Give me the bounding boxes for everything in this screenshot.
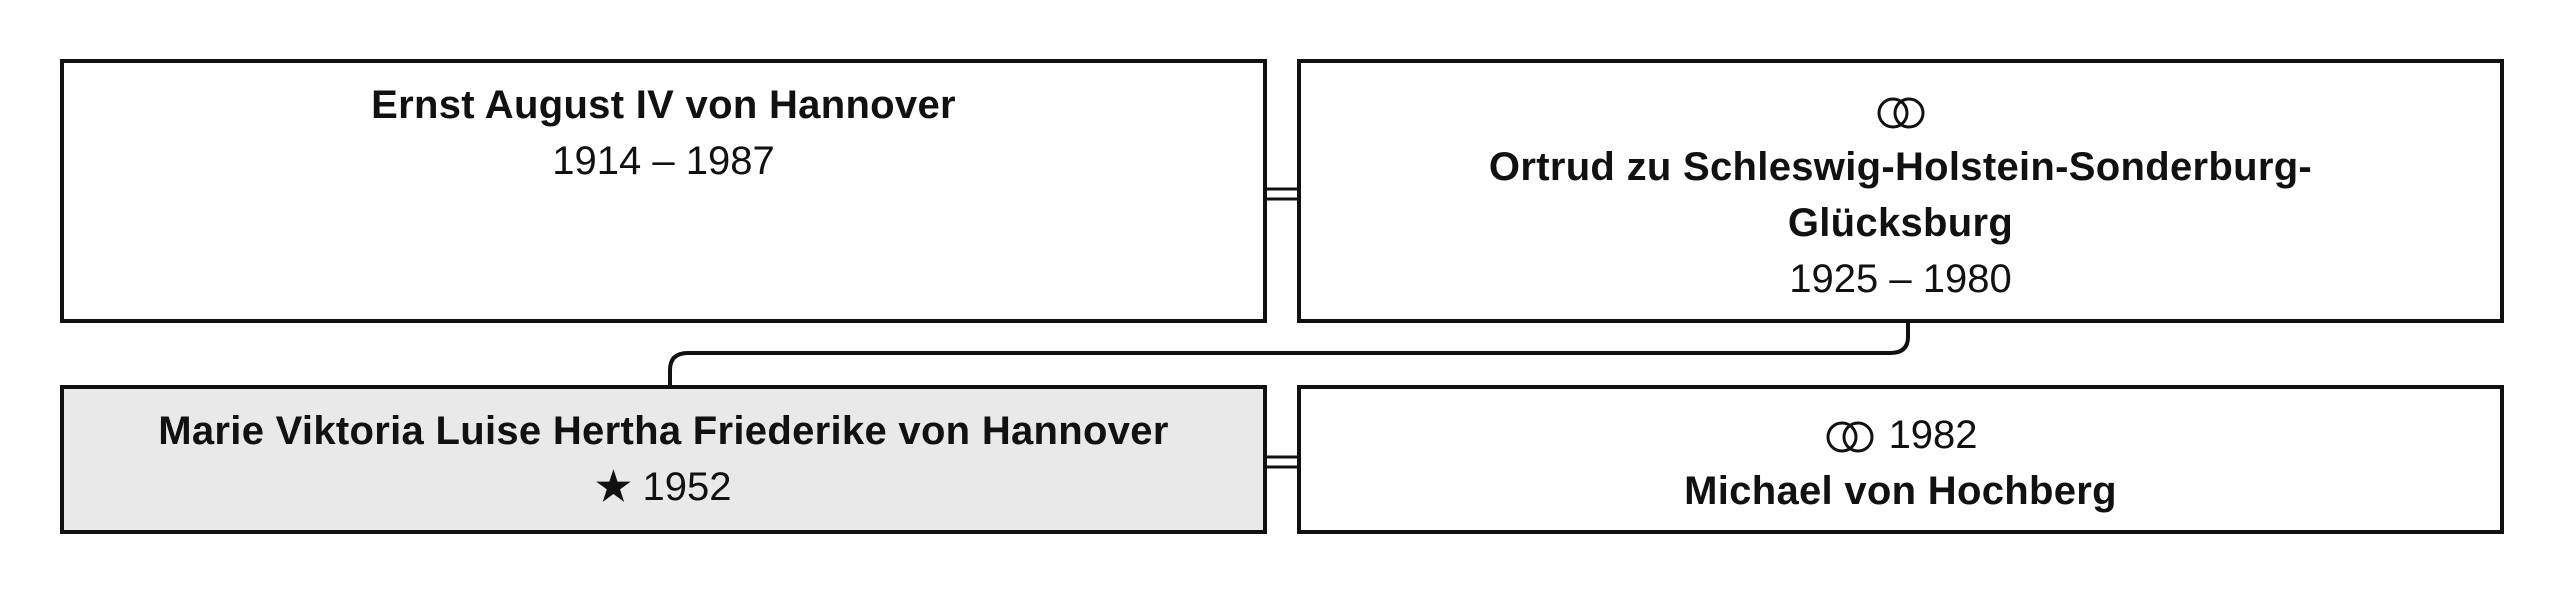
mother-dates: 1925 – 1980	[1789, 257, 2012, 301]
mother-box[interactable]: Ortrud zu Schleswig-Holstein-Sonderburg-…	[1297, 59, 2504, 323]
birth-star-icon: ★	[595, 465, 632, 509]
father-dates: 1914 – 1987	[552, 139, 775, 183]
marriage-rings-icon	[1826, 421, 1874, 453]
mother-name: Ortrud zu Schleswig-Holstein-Sonderburg-…	[1488, 145, 2313, 245]
descent-line	[668, 322, 1910, 386]
mother-marriage-line	[1301, 83, 2500, 139]
spouse-marriage-line: 1982	[1301, 407, 2500, 463]
subject-birth-year: 1952	[642, 465, 732, 509]
subject-name: Marie Viktoria Luise Hertha Friederike v…	[158, 409, 1169, 453]
father-name: Ernst August IV von Hannover	[371, 83, 956, 127]
spouse-box[interactable]: 1982 Michael von Hochberg	[1297, 385, 2504, 534]
spouse-marriage-year: 1982	[1888, 413, 1978, 457]
father-box[interactable]: Ernst August IV von Hannover 1914 – 1987	[60, 59, 1267, 323]
spouse-name: Michael von Hochberg	[1684, 469, 2117, 513]
subject-box[interactable]: Marie Viktoria Luise Hertha Friederike v…	[60, 385, 1267, 534]
marriage-rings-icon	[1877, 97, 1924, 129]
subject-birth-line: ★ 1952	[64, 459, 1263, 515]
